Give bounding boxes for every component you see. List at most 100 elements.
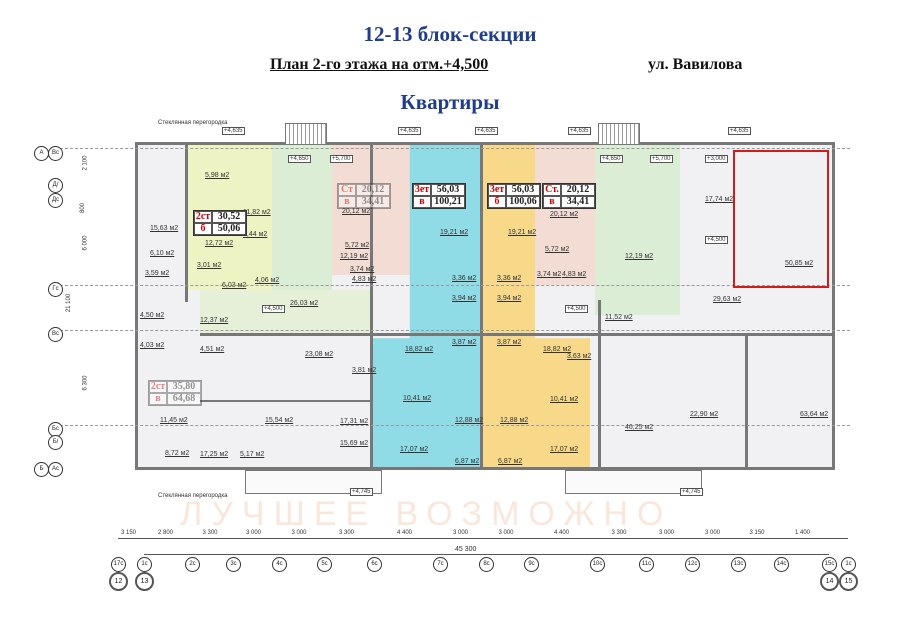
bottom-dimension: 3 300: [339, 530, 355, 536]
room-area-label: 3,87 м2: [452, 339, 477, 346]
axis-marker-left: Ас: [48, 462, 63, 477]
wall: [598, 300, 601, 470]
room-area-label: 12,72 м2: [205, 240, 234, 247]
axis-marker-bottom: 8с: [479, 557, 494, 572]
apartment-living: 20,12: [356, 184, 390, 196]
street-label: ул. Вавилова: [648, 56, 743, 73]
room-area-label: 11,82 м2: [243, 209, 271, 216]
room-area-label: 15,69 м2: [340, 440, 369, 447]
apartment-type: Ст: [338, 184, 356, 196]
apartments-heading: Квартиры: [400, 90, 500, 114]
axis-marker-bottom: 11с: [639, 557, 654, 572]
elevation-mark: +3,000: [705, 155, 728, 163]
room-area-label: 3,87 м2: [497, 339, 522, 346]
block-axis-marker: 13: [135, 572, 154, 591]
room-area-label: 29,63 м2: [713, 296, 742, 303]
room-area-label: 17,74 м2: [705, 196, 734, 203]
axis-marker-bottom: 10с: [590, 557, 605, 572]
axis-marker-left: Б/: [48, 435, 63, 450]
room-area-label: 3,81 м2: [352, 367, 377, 374]
room-area-label: 3,94 м2: [452, 295, 477, 302]
bottom-dimension: 4 400: [554, 530, 570, 536]
apartment-type: 3ет: [488, 184, 506, 196]
left-dimension: 800: [80, 202, 87, 214]
bottom-dimension: 1 400: [795, 530, 811, 536]
bottom-dimension: 3 000: [659, 530, 675, 536]
elevation-mark: +4,745: [680, 488, 703, 496]
room-area-label: 8,72 м2: [165, 450, 190, 457]
room-area-label: 22,90 м2: [690, 411, 719, 418]
room-area-label: 11,45 м2: [160, 417, 188, 424]
room-area-label: 12,88 м2: [500, 417, 529, 424]
axis-marker-left: Дс: [48, 193, 63, 208]
balcony-bottom-right: [565, 470, 702, 494]
elevation-mark: +4,650: [600, 155, 623, 163]
axis-marker-bottom: 1с: [841, 557, 856, 572]
room-area-label: 3,36 м2: [452, 275, 477, 282]
room-area-label: 50,85 м2: [785, 260, 814, 267]
zone-lobby-right: [595, 145, 680, 315]
bottom-dimension: 2 800: [158, 530, 174, 536]
block-title: 12-13 блок-секции: [363, 22, 537, 46]
room-area-label: 17,25 м2: [200, 451, 229, 458]
elevation-mark: +4,635: [568, 127, 591, 135]
axis-marker-bottom: 17с: [111, 557, 126, 572]
room-area-label: 10,41 м2: [550, 396, 579, 403]
elevation-mark: +4,500: [705, 236, 728, 244]
wall: [200, 333, 600, 336]
dimension-line: [118, 538, 848, 539]
grid-line: [60, 148, 850, 149]
room-area-label: 4,50 м2: [140, 312, 165, 319]
elevation-mark: +4,745: [350, 488, 373, 496]
axis-marker-bottom: 1с: [137, 557, 152, 572]
axis-marker-bottom: 7с: [433, 557, 448, 572]
bottom-dimension: 3 150: [749, 530, 765, 536]
room-area-label: 6,87 м2: [498, 458, 523, 465]
bottom-dimension: 3 000: [291, 530, 307, 536]
axis-marker-left: Вс: [48, 146, 63, 161]
balcony-top-right: [598, 123, 640, 145]
room-area-label: 18,82 м2: [405, 346, 434, 353]
elevation-mark: +4,650: [288, 155, 311, 163]
room-area-label: 23,08 м2: [305, 351, 334, 358]
zone-studio-right: [535, 145, 595, 285]
grid-line: [60, 285, 850, 286]
room-area-label: 6,87 м2: [455, 458, 480, 465]
room-area-label: 3,59 м2: [145, 270, 170, 277]
selected-unit-highlight[interactable]: [733, 150, 829, 288]
room-area-label: 3,94 м2: [497, 295, 522, 302]
axis-marker-left: Вс: [48, 327, 63, 342]
apartment-living: 30,52: [212, 211, 246, 223]
wall: [600, 333, 835, 336]
elevation-mark: +5,700: [330, 155, 353, 163]
room-area-label: 15,63 м2: [150, 225, 179, 232]
block-axis-marker: 12: [109, 572, 128, 591]
axis-marker-left: Д/: [48, 178, 63, 193]
room-area-label: 5,98 м2: [205, 172, 230, 179]
room-area-label: 63,64 м2: [800, 411, 829, 418]
room-area-label: 4,83 м2: [562, 271, 587, 278]
elevation-mark: +4,635: [475, 127, 498, 135]
room-area-label: 4,03 м2: [140, 342, 165, 349]
axis-marker-bottom: 4с: [272, 557, 287, 572]
room-area-label: 17,07 м2: [400, 446, 429, 453]
left-dimension: 21 100: [66, 293, 73, 313]
axis-marker-bottom: 15с: [822, 557, 837, 572]
axis-marker-bottom: 5с: [317, 557, 332, 572]
room-area-label: 5,72 м2: [345, 242, 370, 249]
dimension-line: [144, 554, 829, 555]
balcony-bottom-left: [245, 470, 382, 494]
room-area-label: 17,31 м2: [340, 418, 369, 425]
apartment-total: 34,41: [356, 196, 390, 208]
axis-marker-left: А: [34, 146, 49, 161]
room-area-label: 3,74 м2: [537, 271, 562, 278]
elevation-mark: +4,635: [398, 127, 421, 135]
room-area-label: 10,41 м2: [403, 395, 432, 402]
elevation-mark: +4,500: [565, 305, 588, 313]
